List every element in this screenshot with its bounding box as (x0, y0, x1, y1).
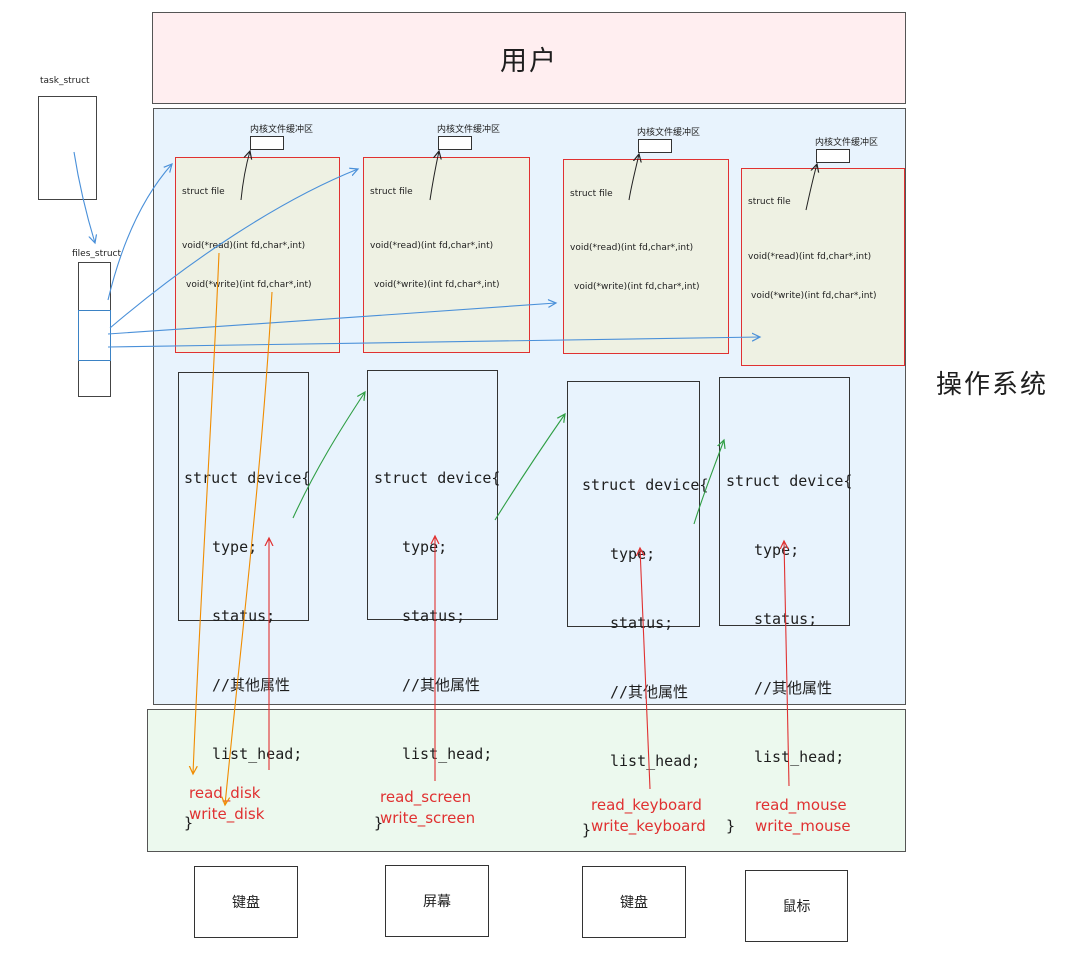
device-field-comment: //其他属性 (402, 676, 481, 694)
kernel-buffer-label: 内核文件缓冲区 (250, 125, 314, 135)
device-field-type: type; (610, 545, 656, 563)
hardware-label: 屏幕 (423, 894, 451, 910)
user-space-region: 用户 (152, 12, 906, 104)
driver-keyboard-functions: read_keyboard write_keyboard (591, 795, 706, 837)
device-field-status: status; (402, 607, 466, 625)
device-struct-code: struct device{ type; status; //其他属性 list… (726, 424, 852, 861)
driver-region (147, 709, 906, 852)
kernel-buffer-box (250, 136, 284, 150)
driver-read-label: read_screen (380, 788, 472, 806)
hardware-keyboard-box: 键盘 (194, 866, 298, 938)
file-struct-name: struct file (748, 197, 791, 207)
driver-screen-functions: read_screen write_screen (380, 787, 475, 829)
file-struct-name: struct file (370, 187, 413, 197)
driver-read-label: read_disk (189, 784, 261, 802)
hardware-label: 键盘 (620, 895, 648, 911)
device-field-status: status; (754, 610, 818, 628)
device-field-type: type; (754, 541, 800, 559)
user-space-label: 用户 (500, 45, 558, 77)
kernel-buffer-label: 内核文件缓冲区 (437, 125, 501, 135)
operating-system-label: 操作系统 (936, 370, 1049, 400)
kernel-buffer-label: 内核文件缓冲区 (637, 128, 701, 138)
driver-disk-functions: read_disk write_disk (189, 783, 264, 825)
kernel-buffer-box (438, 136, 472, 150)
device-field-list-head: list_head; (402, 745, 493, 763)
file-read-pointer: void(*read)(int fd,char*,int) (570, 243, 694, 253)
device-struct-close: } (374, 814, 384, 832)
hardware-mouse-box: 鼠标 (745, 870, 848, 942)
device-struct-open: struct device{ (582, 476, 709, 494)
device-field-status: status; (610, 614, 674, 632)
hardware-screen-box: 屏幕 (385, 865, 489, 937)
hardware-label: 键盘 (232, 895, 260, 911)
hardware-label: 鼠标 (782, 899, 811, 915)
driver-write-label: write_screen (380, 809, 476, 827)
hardware-keyboard-box: 键盘 (582, 866, 686, 938)
device-field-list-head: list_head; (754, 748, 845, 766)
file-write-pointer: void(*write)(int fd,char*,int) (374, 280, 500, 290)
task-struct-label: task_struct (40, 76, 90, 86)
device-field-comment: //其他属性 (610, 683, 689, 701)
files-struct-label: files_struct (72, 249, 121, 259)
driver-write-label: write_keyboard (591, 817, 706, 835)
device-struct-open: struct device{ (374, 469, 501, 487)
file-read-pointer: void(*read)(int fd,char*,int) (370, 241, 494, 251)
file-struct-name: struct file (182, 187, 225, 197)
driver-write-label: write_mouse (755, 817, 851, 835)
file-struct-box (563, 159, 729, 354)
device-field-list-head: list_head; (610, 752, 701, 770)
file-struct-name: struct file (570, 189, 613, 199)
file-struct-box (741, 168, 905, 366)
device-struct-close: } (726, 817, 736, 835)
device-field-comment: //其他属性 (754, 679, 833, 697)
file-read-pointer: void(*read)(int fd,char*,int) (748, 252, 872, 262)
file-read-pointer: void(*read)(int fd,char*,int) (182, 241, 306, 251)
file-write-pointer: void(*write)(int fd,char*,int) (751, 291, 877, 301)
device-struct-open: struct device{ (726, 472, 853, 490)
task-struct-box (38, 96, 97, 200)
file-write-pointer: void(*write)(int fd,char*,int) (186, 280, 312, 290)
driver-read-label: read_keyboard (591, 796, 702, 814)
kernel-buffer-box (638, 139, 672, 153)
file-write-pointer: void(*write)(int fd,char*,int) (574, 282, 700, 292)
device-field-status: status; (212, 607, 276, 625)
device-field-list-head: list_head; (212, 745, 303, 763)
driver-write-label: write_disk (189, 805, 265, 823)
kernel-buffer-label: 内核文件缓冲区 (815, 138, 879, 148)
device-struct-open: struct device{ (184, 469, 311, 487)
driver-read-label: read_mouse (755, 796, 847, 814)
device-struct-close: } (582, 821, 592, 839)
device-field-type: type; (402, 538, 448, 556)
device-field-comment: //其他属性 (212, 676, 291, 694)
device-field-type: type; (212, 538, 258, 556)
fd-array-slot (78, 310, 111, 361)
driver-mouse-functions: read_mouse write_mouse (755, 795, 851, 837)
kernel-buffer-box (816, 149, 850, 163)
device-struct-close: } (184, 814, 194, 832)
